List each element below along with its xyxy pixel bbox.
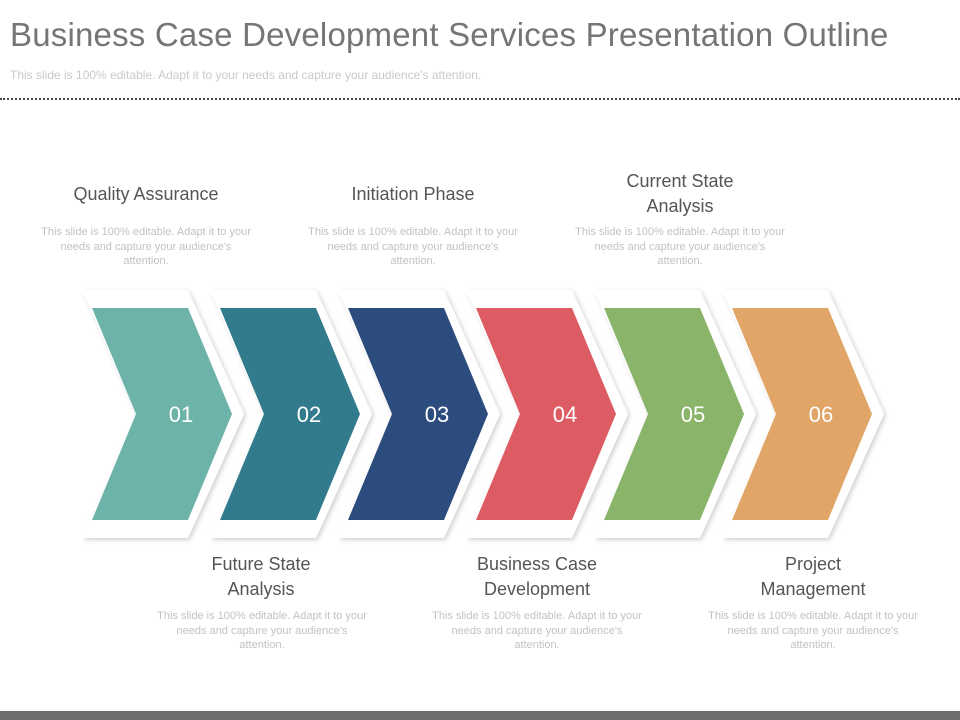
step-02-number: 02 bbox=[297, 402, 321, 427]
step-01-description: This slide is 100% editable. Adapt it to… bbox=[41, 226, 251, 267]
step-04-description: This slide is 100% editable. Adapt it to… bbox=[432, 610, 642, 651]
step-03-number: 03 bbox=[425, 402, 449, 427]
dotted-divider bbox=[0, 98, 960, 100]
step-01-label: Quality Assurance bbox=[73, 184, 219, 204]
slide-subtitle: This slide is 100% editable. Adapt it to… bbox=[10, 68, 482, 82]
step-06-number: 06 bbox=[809, 402, 833, 427]
step-06-chevron bbox=[732, 308, 872, 520]
step-02-label: Future State Analysis bbox=[211, 554, 311, 599]
step-03-chevron bbox=[348, 308, 488, 520]
step-02-chevron bbox=[220, 308, 360, 520]
step-03-label: Initiation Phase bbox=[351, 184, 475, 204]
step-04-label: Business Case Development bbox=[476, 554, 598, 599]
step-04-number: 04 bbox=[553, 402, 577, 427]
bottom-bar bbox=[0, 711, 960, 720]
step-06-description: This slide is 100% editable. Adapt it to… bbox=[708, 610, 918, 651]
step-06-label: Project Management bbox=[760, 554, 866, 599]
step-03-description: This slide is 100% editable. Adapt it to… bbox=[308, 226, 518, 267]
step-04-chevron bbox=[476, 308, 616, 520]
step-05-chevron bbox=[604, 308, 744, 520]
step-02-description: This slide is 100% editable. Adapt it to… bbox=[157, 610, 367, 651]
step-05-label: Current State Analysis bbox=[626, 171, 734, 216]
step-05-number: 05 bbox=[681, 402, 705, 427]
step-01-number: 01 bbox=[169, 402, 193, 427]
step-01-chevron bbox=[92, 308, 232, 520]
slide-title: Business Case Development Services Prese… bbox=[10, 16, 889, 53]
step-05-description: This slide is 100% editable. Adapt it to… bbox=[575, 226, 785, 267]
